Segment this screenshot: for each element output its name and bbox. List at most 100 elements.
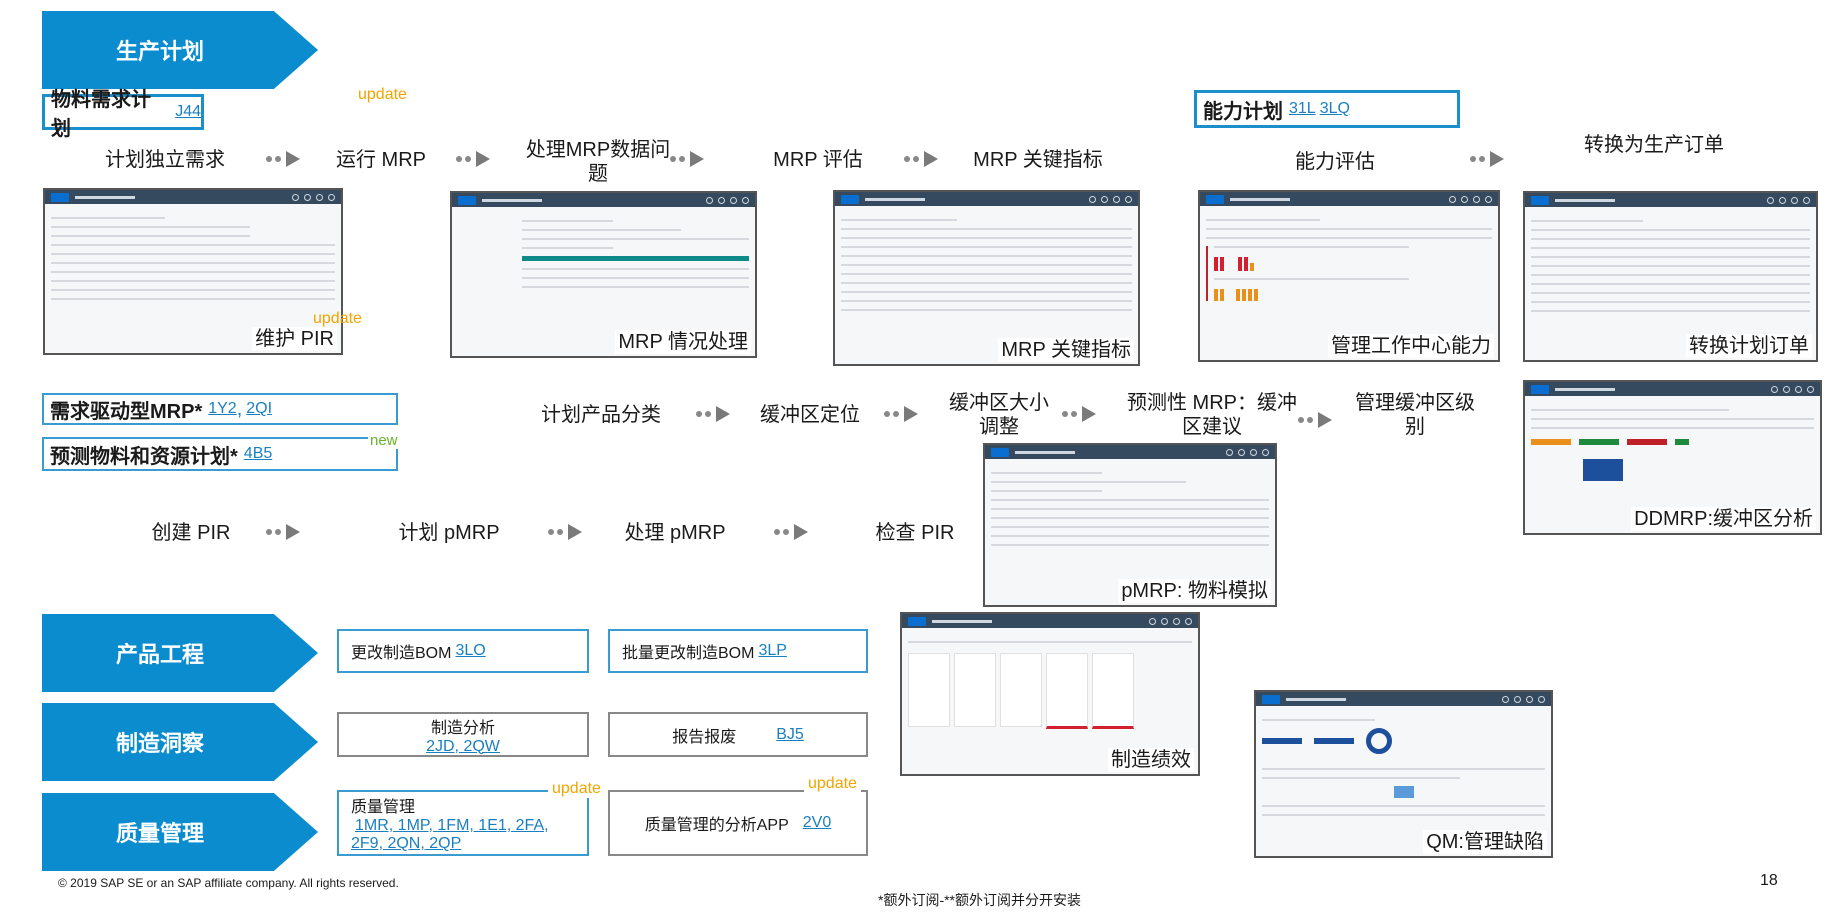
section-title: 制造洞察 <box>115 731 204 756</box>
mrp-box: 物料需求计划 J44 <box>42 89 204 140</box>
link-3lq[interactable]: 3LQ <box>1319 100 1350 117</box>
link-bj5[interactable]: BJ5 <box>776 725 804 743</box>
page-number: 18 <box>1760 872 1778 889</box>
sap-logo-icon <box>1206 194 1224 204</box>
link-3lp[interactable]: 3LP <box>758 642 787 659</box>
mrp-box-label: 物料需求计划 <box>51 89 151 140</box>
sap-logo-icon <box>908 616 926 626</box>
link-2jd-2qw[interactable]: 2JD, 2QW <box>426 737 500 755</box>
caption: 管理工作中心能力 <box>1328 334 1494 358</box>
caption: 转换计划订单 <box>1686 334 1812 358</box>
link-31l[interactable]: 31L <box>1289 100 1316 117</box>
arrow-icon <box>266 524 300 540</box>
section-title: 质量管理 <box>115 821 204 846</box>
sap-logo-icon <box>1262 694 1280 704</box>
step-handle-mrp-data-issues: 处理MRP数据问题 <box>525 139 671 185</box>
section-quality-management: 质量管理 <box>42 793 318 871</box>
sap-logo-icon <box>458 195 476 205</box>
app-change-bom: 更改制造BOM 3LO <box>337 629 589 673</box>
pmrp-box-label: 预测物料和资源计划* <box>50 445 238 468</box>
app-manufacturing-analytics: 制造分析 2JD, 2QW <box>337 712 589 757</box>
link-4b5[interactable]: 4B5 <box>243 445 273 462</box>
link-2v0[interactable]: 2V0 <box>802 814 832 831</box>
caption: MRP 情况处理 <box>615 330 751 354</box>
screenshot-work-center-capacity: 管理工作中心能力 <box>1198 190 1500 362</box>
arrow-icon <box>774 524 808 540</box>
caption: 制造绩效 <box>1108 748 1194 772</box>
arrow-icon <box>696 406 730 422</box>
copyright: © 2019 SAP SE or an SAP affiliate compan… <box>58 876 399 890</box>
app-label: 质量管理的分析APP <box>644 817 789 834</box>
arrow-icon <box>1470 151 1504 167</box>
screenshot-ddmrp-buffer: DDMRP:缓冲区分析 <box>1523 380 1822 535</box>
pmrp-box: 预测物料和资源计划* 4B5 <box>42 437 398 471</box>
screenshot-manufacturing-performance: 制造绩效 <box>900 612 1200 776</box>
app-report-scrap: 报告报废 BJ5 <box>608 712 868 757</box>
screenshot-convert-planned-orders: 转换计划订单 <box>1523 191 1818 362</box>
step-buffer-sizing: 缓冲区大小调整 <box>949 392 1049 438</box>
ddmrp-box-label: 需求驱动型MRP* <box>50 400 203 423</box>
section-manufacturing-insight: 制造洞察 <box>42 703 318 781</box>
link-3lo[interactable]: 3LO <box>455 642 486 659</box>
sap-logo-icon <box>841 194 859 204</box>
app-qm-analytics: 质量管理的分析APP 2V0 <box>608 790 868 856</box>
link-qm-apps-2[interactable]: 2F9, 2QN, 2QP <box>351 835 462 852</box>
ddmrp-box: 需求驱动型MRP* 1Y2, 2QI <box>42 393 398 425</box>
screenshot-maintain-pir: 维护 PIR <box>43 188 343 355</box>
update-note: update <box>313 310 362 327</box>
capacity-box-label: 能力计划 <box>1203 100 1283 123</box>
app-label: 制造分析 <box>430 719 495 737</box>
sap-logo-icon <box>991 447 1009 457</box>
step-plan-independent-requirements: 计划独立需求 <box>105 149 225 171</box>
arrow-icon <box>904 151 938 167</box>
caption: QM:管理缺陷 <box>1423 830 1547 854</box>
arrow-icon <box>1298 412 1332 428</box>
update-note: update <box>358 86 407 103</box>
step-process-pmrp: 处理 pMRP <box>624 522 726 544</box>
arrow-icon <box>266 151 300 167</box>
screenshot-mrp-situation: MRP 情况处理 <box>450 191 757 358</box>
step-run-mrp: 运行 MRP <box>336 149 426 171</box>
capacity-box: 能力计划 31L 3LQ <box>1194 90 1460 128</box>
section-title: 生产计划 <box>115 39 204 64</box>
update-note: update <box>548 780 605 798</box>
arrow-icon <box>884 406 918 422</box>
screenshot-qm-defects: QM:管理缺陷 <box>1254 690 1553 858</box>
step-predictive-mrp: 预测性 MRP：缓冲区建议 <box>1127 392 1297 438</box>
step-plan-pmrp: 计划 pMRP <box>398 522 500 544</box>
section-production-planning: 生产计划 <box>42 11 318 89</box>
caption: pMRP: 物料模拟 <box>1118 579 1271 603</box>
sap-logo-icon <box>1531 195 1549 205</box>
link-2qi[interactable]: 2QI <box>246 400 273 417</box>
link-qm-apps-1[interactable]: 1MR, 1MP, 1FM, 1E1, 2FA, <box>355 817 549 834</box>
app-mass-change-bom: 批量更改制造BOM 3LP <box>608 629 868 673</box>
sap-logo-icon <box>1531 384 1549 394</box>
link-j44[interactable]: J44 <box>175 103 201 120</box>
footnote: *额外订阅-**额外订阅并分开安装 <box>878 892 1082 908</box>
step-capacity-evaluation: 能力评估 <box>1295 151 1375 173</box>
step-check-pir: 检查 PIR <box>875 522 955 544</box>
step-manage-buffer-levels: 管理缓冲区级别 <box>1355 392 1475 438</box>
link-1y2[interactable]: 1Y2 <box>208 400 237 417</box>
new-badge: new <box>368 432 400 449</box>
caption: DDMRP:缓冲区分析 <box>1631 507 1816 531</box>
app-label: 批量更改制造BOM <box>622 645 755 662</box>
step-mrp-evaluation: MRP 评估 <box>773 149 863 171</box>
step-buffer-positioning: 缓冲区定位 <box>760 404 860 426</box>
app-quality-management: 质量管理 1MR, 1MP, 1FM, 1E1, 2FA, 2F9, 2QN, … <box>337 790 589 856</box>
app-label: 更改制造BOM <box>351 645 452 662</box>
step-plan-product-classification: 计划产品分类 <box>541 404 661 426</box>
arrow-icon <box>670 151 704 167</box>
step-mrp-key-figures: MRP 关键指标 <box>973 149 1103 171</box>
section-title: 产品工程 <box>115 642 204 667</box>
arrow-icon <box>1062 406 1096 422</box>
update-note: update <box>804 775 861 793</box>
app-label: 质量管理 <box>351 799 416 816</box>
section-product-engineering: 产品工程 <box>42 614 318 692</box>
step-create-pir: 创建 PIR <box>151 522 231 544</box>
arrow-icon <box>548 524 582 540</box>
sap-logo-icon <box>51 192 69 202</box>
screenshot-pmrp-simulation: pMRP: 物料模拟 <box>983 443 1277 607</box>
step-convert-to-production-order: 转换为生产订单 <box>1584 134 1724 156</box>
caption: 维护 PIR <box>252 327 337 351</box>
